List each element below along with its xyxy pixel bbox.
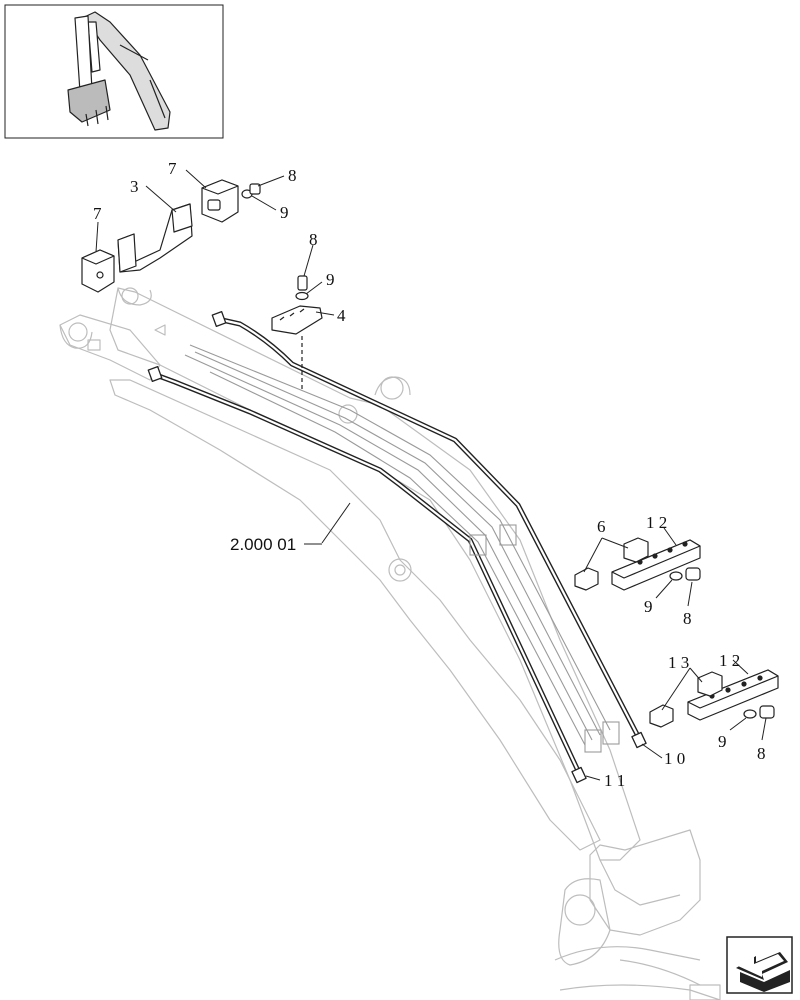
- callout-7-top: 7: [168, 159, 177, 178]
- callout-13: 1 3: [668, 653, 689, 672]
- thumbnail-inset: [4, 4, 224, 139]
- callout-6: 6: [597, 517, 606, 536]
- callout-8-mid: 8: [683, 609, 692, 628]
- callout-9-bar: 9: [326, 270, 335, 289]
- clamp-assembly-mid: [574, 537, 701, 591]
- callout-8-low: 8: [757, 744, 766, 763]
- boom-arm-ghost: [59, 287, 721, 1000]
- clamp-assembly-top: [81, 179, 261, 293]
- callout-labels: 7 8 3 9 7 8 9 4 6 1 2 9 8 1 3 1 2 9 8 1 …: [93, 159, 766, 790]
- leader-lines: [95, 169, 767, 781]
- callout-9-low: 9: [718, 732, 727, 751]
- clamp-assembly-low: [649, 669, 779, 728]
- excavator-thumbnail-icon: [67, 11, 171, 131]
- callout-7-left: 7: [93, 204, 102, 223]
- boom-hoses: [184, 344, 620, 753]
- callout-8-bar: 8: [309, 230, 318, 249]
- callout-9-mid: 9: [644, 597, 653, 616]
- callout-12-low: 1 2: [719, 651, 740, 670]
- reference-code-label: 2.000 01: [230, 535, 296, 554]
- callout-9-top: 9: [280, 203, 289, 222]
- callout-4: 4: [337, 306, 346, 325]
- callout-10: 1 0: [664, 749, 685, 768]
- clamp-bar-part-4: [271, 275, 323, 390]
- callout-8-top: 8: [288, 166, 297, 185]
- hydraulic-pipes: [147, 311, 647, 784]
- next-page-arrow-icon[interactable]: [726, 936, 793, 994]
- callout-11: 1 1: [604, 771, 625, 790]
- callout-3: 3: [130, 177, 139, 196]
- callout-12-mid: 1 2: [646, 513, 667, 532]
